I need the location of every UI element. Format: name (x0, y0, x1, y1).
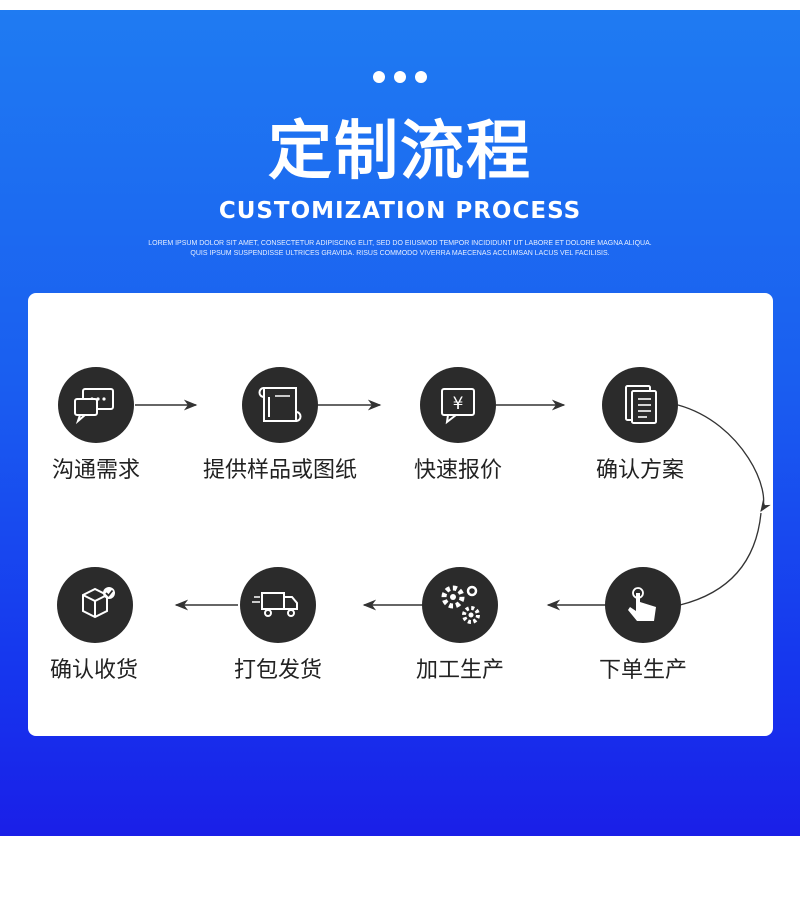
step-label: 打包发货 (233, 658, 322, 683)
dot-icon (394, 71, 406, 83)
tap-hand-icon (605, 567, 681, 643)
blueprint-scroll-icon (242, 367, 318, 443)
step-label: 加工生产 (415, 658, 504, 683)
dot-icon (415, 71, 427, 83)
flow-arrow-curve (679, 512, 762, 606)
step-label: 沟通需求 (51, 458, 140, 483)
package-check-icon (57, 567, 133, 643)
page-title: 定制流程 (268, 115, 532, 189)
svg-text:¥: ¥ (453, 394, 464, 414)
description-line-1: LOREM IPSUM DOLOR SIT AMET, CONSECTETUR … (148, 240, 652, 247)
step-label: 下单生产 (598, 658, 687, 683)
delivery-truck-icon (240, 567, 316, 643)
flow-arrow-curve (677, 404, 771, 512)
step-label: 确认方案 (595, 458, 684, 483)
process-card: ¥ (28, 293, 773, 736)
process-banner: 定制流程 CUSTOMIZATION PROCESS LOREM IPSUM D… (0, 10, 800, 836)
dot-icon (373, 71, 385, 83)
page-subtitle: CUSTOMIZATION PROCESS (218, 198, 582, 224)
step-label: 提供样品或图纸 (202, 458, 357, 483)
decorative-dots (0, 71, 800, 83)
description-line-2: QUIS IPSUM SUSPENDISSE ULTRICES GRAVIDA.… (190, 250, 610, 257)
process-flow-diagram: ¥ (57, 367, 771, 643)
description-text: LOREM IPSUM DOLOR SIT AMET, CONSECTETUR … (0, 239, 800, 259)
document-checklist-icon (602, 367, 678, 443)
step-label: 确认收货 (49, 658, 138, 683)
yen-message-icon: ¥ (420, 367, 496, 443)
gears-icon (422, 567, 498, 643)
step-label: 快速报价 (413, 458, 502, 483)
chat-bubbles-icon (58, 367, 134, 443)
